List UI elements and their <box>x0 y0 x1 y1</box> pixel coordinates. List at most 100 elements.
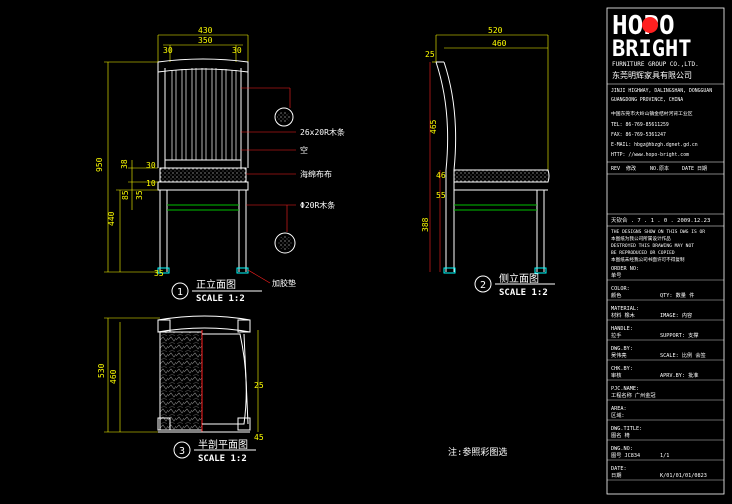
plan-dimensions <box>104 317 259 433</box>
title-block: HOPO BRIGHT FURNITURE GROUP CO.,LTD. 东莞明… <box>606 7 725 495</box>
copy-line: 本图纸为我公司所属设计作品 <box>611 235 671 242</box>
company-group-en: FURNITURE GROUP CO.,LTD. <box>612 61 699 68</box>
front-back-slats <box>171 68 237 160</box>
addr-line: FAX: 86-769-5361247 <box>611 132 666 138</box>
side-view-scale: SCALE 1:2 <box>499 288 548 298</box>
front-dim-right-rail: 30 <box>232 46 242 55</box>
detail-slat-section-icon <box>274 107 294 127</box>
title-row-cn: 审核 <box>611 371 621 379</box>
title-row-val: SUPPORT: 支撑 <box>660 331 698 339</box>
addr-line: GUANGDONG PROVINCE, CHINA <box>611 97 683 103</box>
front-view-title: 正立面图 <box>196 278 236 291</box>
side-dim-388: 388 <box>421 217 430 232</box>
front-dim-38: 38 <box>120 159 129 169</box>
revision-header: REV 修改 NO.原本 DATE 日期 <box>611 165 707 172</box>
plan-dimension-texts: 530 460 25 45 <box>97 363 264 442</box>
front-note-slat: 26x20R木条 <box>300 127 345 137</box>
front-note-gap: 空 <box>300 145 308 155</box>
front-elevation <box>104 34 296 300</box>
front-note-pad: 加胶垫 <box>272 278 296 288</box>
logo-bright: BRIGHT <box>612 37 691 62</box>
title-row-en: DWG.NO: <box>611 446 633 452</box>
title-row-cn: 单号 <box>611 271 621 279</box>
front-dim-total-width: 430 <box>198 26 213 35</box>
front-dim-35: 35 <box>135 190 144 200</box>
side-view-number-icon <box>474 275 492 293</box>
side-dim-depth: 520 <box>488 26 503 35</box>
title-row-cn: 颜色 <box>611 291 621 299</box>
plan-dim-25: 25 <box>254 381 264 390</box>
front-view-label: 1 正立面图 SCALE 1:2 <box>177 278 245 304</box>
title-row-en: ORDER NO: <box>611 266 639 272</box>
title-row-cn: 区域: <box>611 411 625 419</box>
front-view-scale: SCALE 1:2 <box>196 294 245 304</box>
company-name-cn: 东莞明辉家具有限公司 <box>612 70 692 80</box>
title-row-cn: 图号 JC834 <box>611 452 640 459</box>
title-row-cn: 工程名称 广州金冠 <box>611 391 656 399</box>
bottom-note: 注:参照彩图选 <box>448 446 507 458</box>
plan-view <box>104 315 259 459</box>
title-row-en: COLOR: <box>611 286 630 292</box>
logo-red-dot-icon <box>642 17 658 33</box>
front-dim-height: 950 <box>95 157 104 172</box>
front-note-rod: Φ20R木条 <box>300 200 335 210</box>
title-row-val: SCALE: 比例 会签 <box>660 351 706 359</box>
title-row-en: PJC.NAME: <box>611 386 639 392</box>
copy-line: 本图纸未经我公司书面许可不得复制 <box>611 256 685 263</box>
plan-view-title: 半剖平面图 <box>198 438 248 451</box>
front-dim-10: 10 <box>146 179 156 188</box>
front-dim-85: 85 <box>121 190 130 200</box>
rev-col: REV <box>611 166 620 172</box>
title-row-cn: 吴伟亮 <box>611 351 627 359</box>
plan-view-scale: SCALE 1:2 <box>198 454 247 464</box>
certification-line: 天钦合 . 7 . 1 . 0 . 2009.12.23 <box>611 216 710 224</box>
title-row-en: DWG.BY: <box>611 346 633 352</box>
front-dim-left-rail: 30 <box>163 46 173 55</box>
side-view-title: 侧立面图 <box>499 272 539 285</box>
front-top-dimensions <box>157 34 249 62</box>
addr-line: 中国东莞市大岭山镇金桔村河背工业区 <box>611 110 693 117</box>
rev-col: DATE 日期 <box>682 166 707 172</box>
plan-view-label: 3 半剖平面图 SCALE 1:2 <box>179 438 248 464</box>
plan-dim-45: 45 <box>254 433 264 442</box>
side-elevation <box>429 34 555 293</box>
front-view-number-icon <box>171 282 189 300</box>
title-row-en: DATE: <box>611 466 627 472</box>
title-row-val: IMAGE: 内容 <box>660 311 692 319</box>
copy-line: THE DESIGNS SHOW ON THIS DWG IS OR <box>611 229 705 235</box>
front-dim-seat-height: 440 <box>107 211 116 226</box>
plan-dim-460: 460 <box>109 369 118 384</box>
title-row-cn: 日期 <box>611 472 621 479</box>
side-dim-inner: 460 <box>492 39 507 48</box>
front-dim-30: 30 <box>146 161 156 170</box>
plan-dim-530: 530 <box>97 363 106 378</box>
company-address: JINJI HIGHWAY, DALINGSHAN, DONGGUAN GUAN… <box>611 88 712 158</box>
title-row-en: HANDLE: <box>611 326 633 332</box>
side-dim-465: 465 <box>429 119 438 134</box>
front-notes: 26x20R木条 空 海绵布布 Φ20R木条 加胶垫 <box>272 127 345 288</box>
detail-rod-section-icon <box>274 232 296 254</box>
side-top-dimensions <box>432 34 549 170</box>
title-row-en: CHK.BY: <box>611 366 633 372</box>
side-view-label: 2 侧立面图 SCALE 1:2 <box>480 272 548 298</box>
copyright-notice: THE DESIGNS SHOW ON THIS DWG IS OR 本图纸为我… <box>611 229 705 263</box>
front-dimension-texts: 430 350 30 30 950 440 38 30 10 85 35 35 <box>95 26 242 278</box>
copy-line: DESTROYED THIS DRAWING MAY NOT <box>611 243 694 249</box>
plan-view-number: 3 <box>179 446 185 457</box>
title-row-en: AREA: <box>611 406 627 412</box>
title-row-en: DWG.TITLE: <box>611 426 642 432</box>
front-note-foam: 海绵布布 <box>300 169 332 179</box>
side-dim-top: 25 <box>425 50 435 59</box>
side-dim-46: 46 <box>436 171 446 180</box>
front-dim-inner-width: 350 <box>198 36 213 45</box>
side-dim-55: 55 <box>436 191 446 200</box>
addr-line: JINJI HIGHWAY, DALINGSHAN, DONGGUAN <box>611 88 712 94</box>
title-row-val: K/01/01/01/0823 <box>660 473 707 479</box>
title-row-cn: 图名 椅 <box>611 431 630 439</box>
title-row-val: QTY: 数量 件 <box>660 291 694 299</box>
title-row-val: 1/1 <box>660 453 669 459</box>
title-row-cn: 拉手 <box>611 331 621 339</box>
